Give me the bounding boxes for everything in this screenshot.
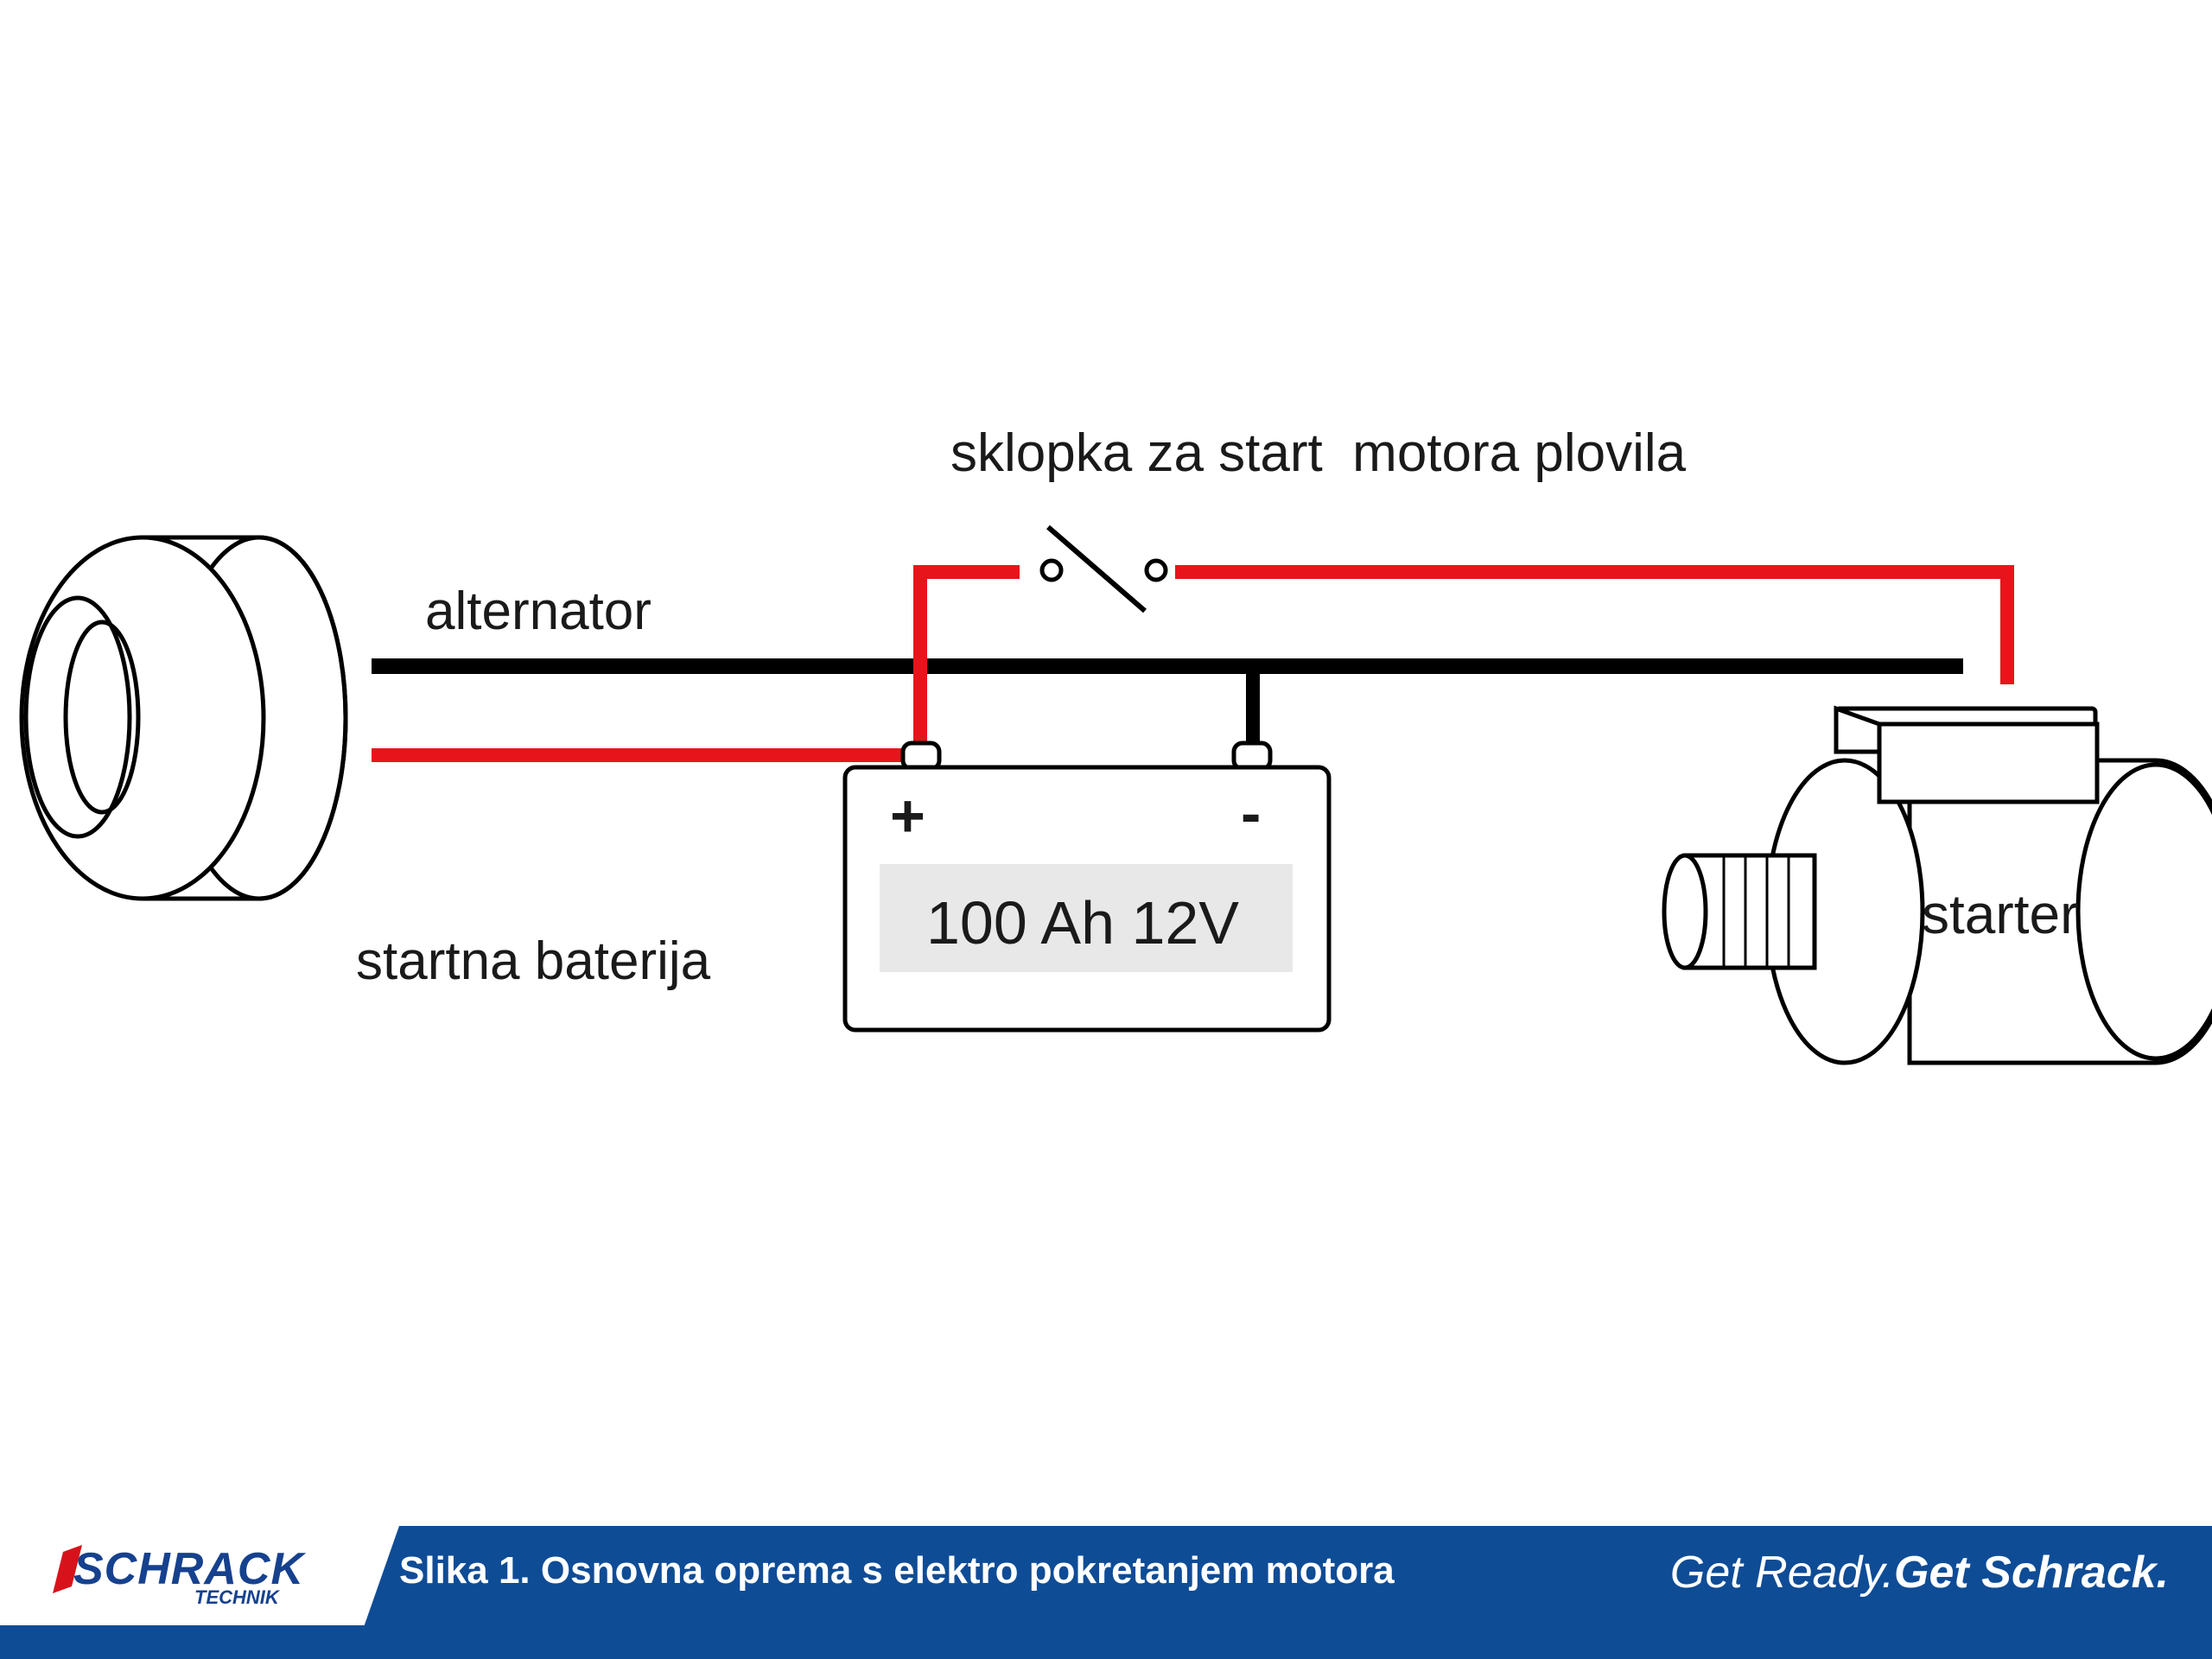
alternator-label: alternator — [425, 582, 652, 641]
slogan: Get Ready.Get Schrack. — [1670, 1547, 2169, 1599]
slogan-bold: Get Schrack. — [1894, 1548, 2169, 1598]
negative-wire — [372, 658, 1963, 752]
figure-caption: Slika 1. Osnovna oprema s elektro pokret… — [399, 1549, 1395, 1592]
switch-label: sklopka za start motora plovila — [950, 423, 1687, 483]
slogan-regular: Get Ready. — [1669, 1548, 1895, 1598]
footer-bar — [0, 1526, 2212, 1659]
starter-label: starter — [1922, 883, 2078, 945]
battery-icon — [842, 741, 1332, 1033]
positive-wire — [372, 565, 2014, 762]
battery-minus-label: - — [1241, 779, 1261, 847]
logo-sub-text: TECHNIK — [194, 1586, 279, 1608]
starter-motor-icon — [1662, 705, 2212, 1065]
battery-name-label: startna baterija — [356, 931, 711, 991]
switch-icon — [1039, 524, 1168, 613]
schrack-logo: SCHRACK TECHNIK — [48, 1543, 333, 1612]
battery-rating-label: 100 Ah 12V — [926, 889, 1239, 957]
battery-plus-label: + — [890, 782, 925, 849]
logo-main-text: SCHRACK — [73, 1544, 304, 1594]
alternator-icon — [19, 535, 348, 901]
